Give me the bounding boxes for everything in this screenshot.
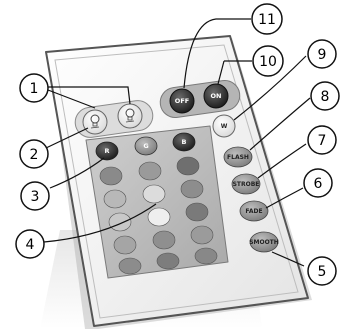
color-button[interactable] bbox=[185, 202, 209, 222]
blue-button-label: B bbox=[182, 138, 187, 146]
on-button-label: ON bbox=[211, 92, 222, 100]
svg-text:7: 7 bbox=[318, 133, 327, 149]
callout-10: 10 bbox=[252, 45, 284, 77]
color-button-grid bbox=[99, 156, 218, 275]
svg-text:5: 5 bbox=[318, 264, 327, 280]
callout-4: 4 bbox=[15, 229, 45, 259]
fade-button-label: FADE bbox=[245, 208, 262, 215]
leader-line-2 bbox=[45, 127, 89, 149]
color-button[interactable] bbox=[118, 257, 142, 275]
color-button[interactable] bbox=[152, 230, 176, 250]
leader-line-8 bbox=[249, 97, 311, 151]
leader-line-4 bbox=[43, 203, 157, 243]
color-button[interactable] bbox=[108, 212, 132, 232]
svg-text:2: 2 bbox=[30, 147, 39, 163]
white-button[interactable]: W bbox=[212, 114, 236, 138]
flash-button-label: FLASH bbox=[227, 154, 249, 161]
leader-line-3 bbox=[49, 157, 105, 189]
remote-control: OFF ON bbox=[45, 35, 312, 329]
svg-text:6: 6 bbox=[314, 176, 323, 192]
smooth-button-label: SMOOTH bbox=[249, 239, 279, 246]
flash-button[interactable]: FLASH bbox=[223, 146, 253, 168]
red-button[interactable]: R bbox=[95, 141, 119, 161]
brightness-up-button[interactable] bbox=[117, 103, 143, 129]
brightness-down-button[interactable] bbox=[82, 109, 108, 135]
fade-button[interactable]: FADE bbox=[239, 200, 269, 222]
svg-text:10: 10 bbox=[259, 54, 277, 70]
leader-line-11 bbox=[183, 18, 251, 89]
callout-5: 5 bbox=[307, 256, 337, 286]
leader-line-1 bbox=[48, 86, 131, 105]
svg-text:1: 1 bbox=[30, 81, 39, 97]
brightness-button-group bbox=[74, 100, 154, 138]
leader-lines bbox=[43, 18, 311, 267]
blue-button[interactable]: B bbox=[172, 132, 196, 152]
svg-text:3: 3 bbox=[31, 189, 40, 205]
leader-line-9 bbox=[233, 55, 307, 121]
strobe-button[interactable]: STROBE bbox=[231, 173, 261, 195]
leader-line-1b bbox=[47, 89, 96, 109]
callouts: 1 2 3 4 5 6 7 8 bbox=[15, 3, 340, 286]
leader-line-5 bbox=[271, 251, 305, 267]
callout-2: 2 bbox=[19, 139, 49, 169]
color-button[interactable] bbox=[103, 189, 127, 209]
off-button[interactable]: OFF bbox=[169, 88, 195, 114]
callout-3: 3 bbox=[20, 181, 50, 211]
color-button[interactable] bbox=[138, 161, 162, 181]
color-button[interactable] bbox=[156, 252, 180, 270]
color-button[interactable] bbox=[142, 184, 166, 204]
on-button[interactable]: ON bbox=[203, 83, 229, 109]
svg-text:9: 9 bbox=[318, 47, 327, 63]
color-button[interactable] bbox=[180, 179, 204, 199]
smooth-button[interactable]: SMOOTH bbox=[249, 231, 279, 253]
leader-line-10b bbox=[217, 60, 225, 85]
callout-6: 6 bbox=[303, 168, 333, 198]
bulb-icon bbox=[90, 114, 100, 129]
color-button[interactable] bbox=[190, 225, 214, 245]
white-button-label: W bbox=[221, 123, 228, 130]
callout-11: 11 bbox=[251, 3, 283, 35]
callout-8: 8 bbox=[310, 81, 340, 111]
svg-text:4: 4 bbox=[26, 237, 35, 253]
leader-line-6 bbox=[265, 187, 304, 209]
callout-7: 7 bbox=[307, 125, 337, 155]
red-button-label: R bbox=[104, 147, 109, 155]
callout-1: 1 bbox=[19, 73, 49, 103]
svg-text:11: 11 bbox=[258, 12, 276, 28]
green-button[interactable]: G bbox=[134, 136, 158, 156]
callout-9: 9 bbox=[307, 39, 337, 69]
green-button-label: G bbox=[143, 142, 148, 150]
power-button-group: OFF ON bbox=[159, 80, 241, 118]
color-button[interactable] bbox=[194, 247, 218, 265]
color-button[interactable] bbox=[147, 207, 171, 227]
strobe-button-label: STROBE bbox=[233, 181, 260, 188]
svg-text:8: 8 bbox=[321, 89, 330, 105]
color-button[interactable] bbox=[113, 235, 137, 255]
bulb-icon bbox=[125, 108, 135, 123]
color-button[interactable] bbox=[99, 166, 123, 186]
off-button-label: OFF bbox=[175, 97, 189, 105]
leader-line-7 bbox=[257, 143, 307, 179]
color-button[interactable] bbox=[176, 156, 200, 176]
